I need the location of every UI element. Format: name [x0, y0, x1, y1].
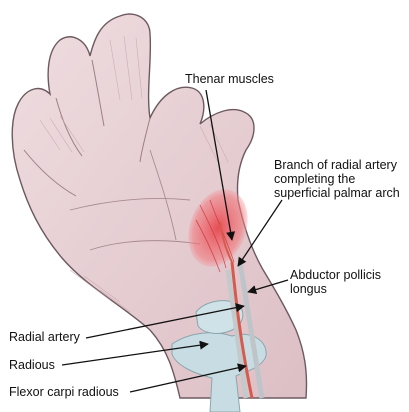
radious-label: Radious [9, 358, 55, 372]
radial-artery-label: Radial artery [9, 330, 80, 344]
abductor-label-line-1: Abductor pollicis [290, 268, 381, 282]
branch-label-line-2: completing the [274, 172, 400, 186]
radial-artery-branch-label: Branch of radial artery completing the s… [274, 158, 400, 200]
branch-label-line-3: superficial palmar arch [274, 186, 400, 200]
thenar-muscles-label: Thenar muscles [185, 72, 274, 86]
thenar-label-line: Thenar muscles [185, 72, 274, 86]
abductor-label-line-2: longus [290, 282, 381, 296]
abductor-pollicis-longus-label: Abductor pollicis longus [290, 268, 381, 296]
branch-label-line-1: Branch of radial artery [274, 158, 400, 172]
flexor-carpi-radious-label: Flexor carpi radious [9, 385, 119, 399]
